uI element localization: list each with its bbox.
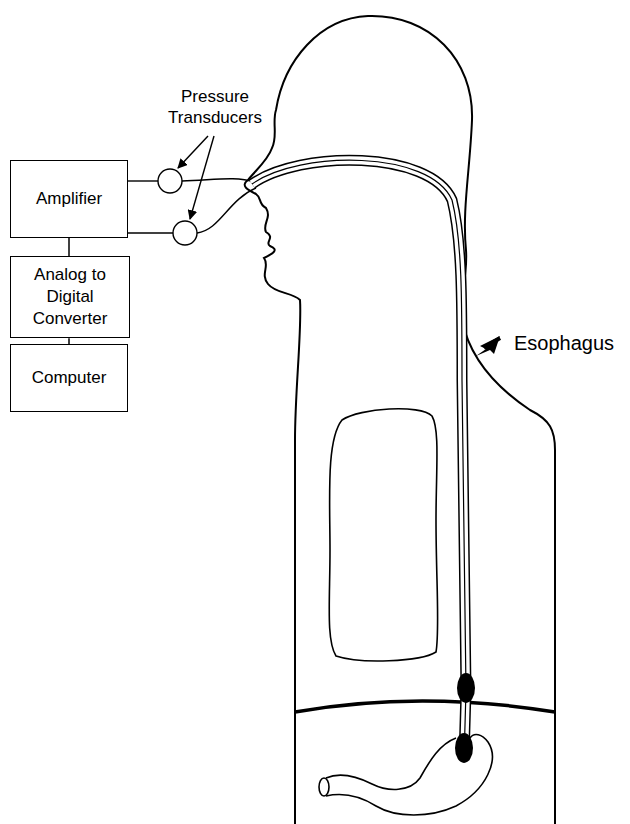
gastric-balloon [455,733,473,763]
pylorus-end [319,778,329,796]
wire [128,180,158,181]
leader-arrow [178,136,208,168]
process-box: Analog to Digital Converter [10,256,130,338]
process-box: Amplifier [10,160,128,238]
signal-line [68,238,70,256]
box-label: Amplifier [36,188,102,210]
anatomy-label: Esophagus [503,331,625,356]
box-label: Analog to Digital Converter [19,264,121,330]
process-box: Computer [10,344,128,412]
esophageal-catheter [252,160,466,760]
wire [128,232,173,233]
pointer-arrow [476,336,500,356]
box-label: Computer [32,367,107,389]
pointer-arrow [484,338,500,348]
component-label: Pressure Transducers [152,86,278,129]
pressure-transducer [173,221,197,245]
transducer-tube [197,188,256,233]
pressure-transducer [158,169,182,193]
leader-arrow [190,136,214,219]
transducer-tube [182,179,255,182]
body-outline [245,16,555,824]
diaphragm [295,701,555,712]
lung [329,409,438,661]
esophageal-balloon [457,673,475,703]
